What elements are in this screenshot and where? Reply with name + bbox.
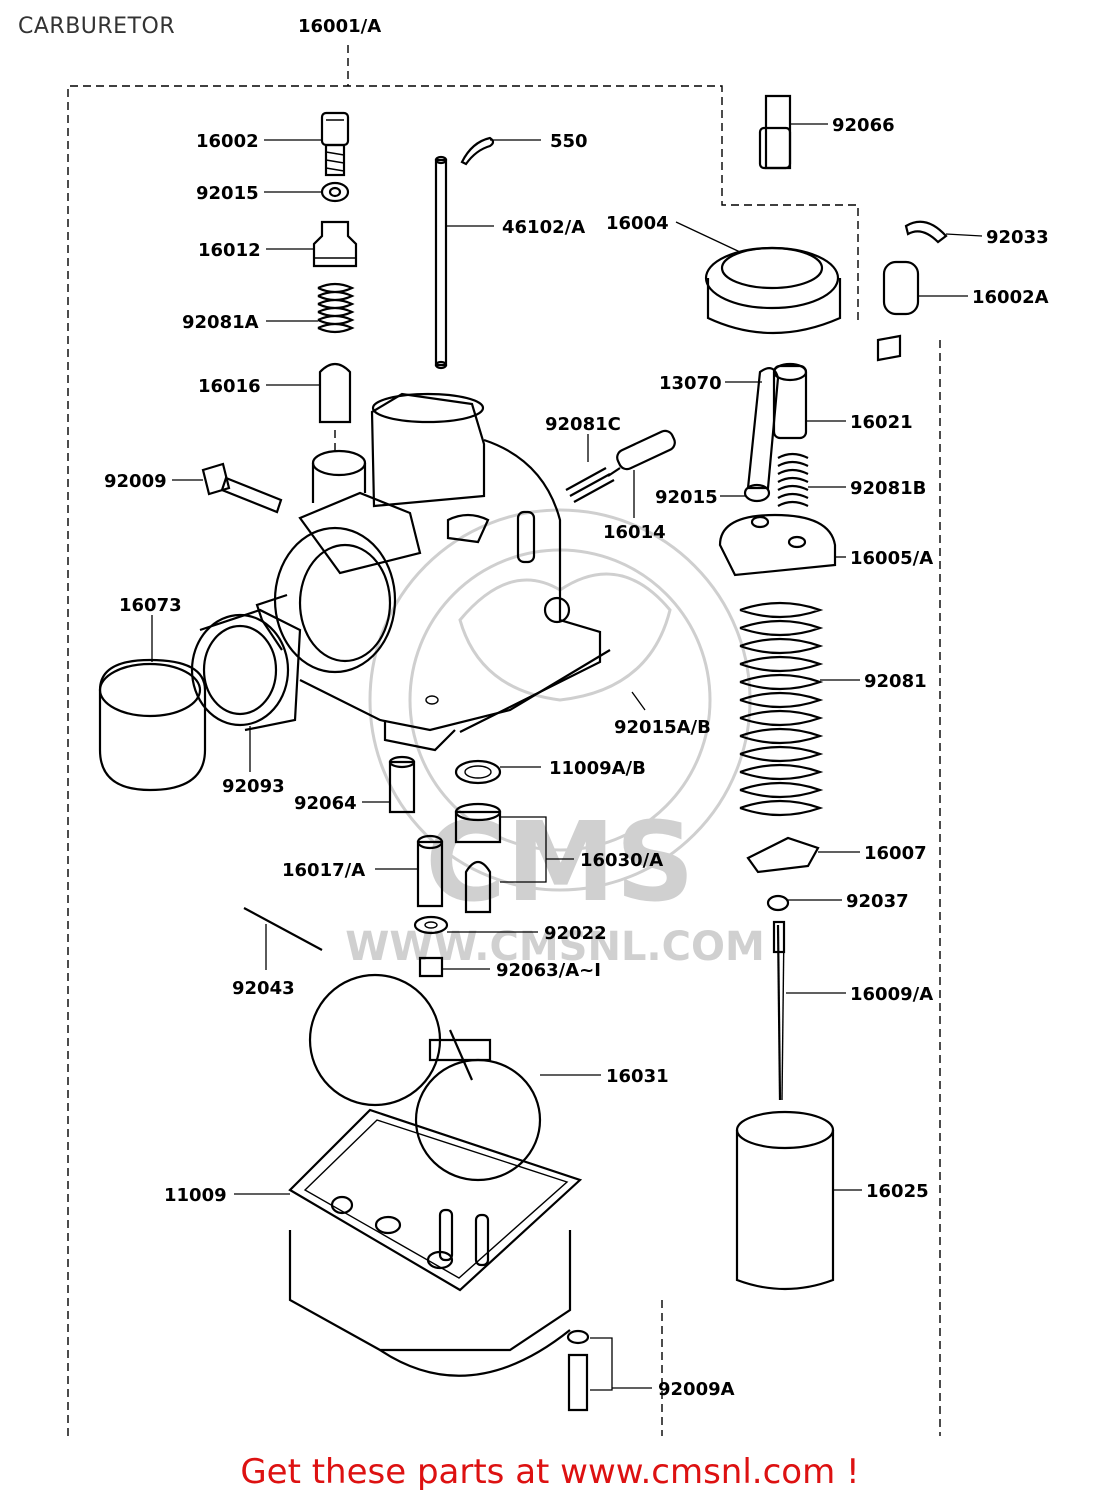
label-16002a: 16002A <box>972 287 1049 308</box>
label-16001-a: 16001/A <box>298 16 381 37</box>
label-16004: 16004 <box>606 213 669 234</box>
label-13070: 13070 <box>659 373 722 394</box>
label-92015a-b: 92015A/B <box>614 717 711 738</box>
label-16005-a: 16005/A <box>850 548 933 569</box>
label-16012: 16012 <box>198 240 261 261</box>
label-92081b: 92081B <box>850 478 926 499</box>
footer-link-text[interactable]: Get these parts at www.cmsnl.com ! <box>240 1452 860 1492</box>
screw-92009 <box>201 462 283 514</box>
label-92063-a-i: 92063/A~I <box>496 960 601 981</box>
label-16021: 16021 <box>850 412 913 433</box>
label-92037: 92037 <box>846 891 909 912</box>
label-550: 550 <box>550 131 588 152</box>
jet-column <box>243 755 502 978</box>
pilot-screw-set <box>565 429 676 503</box>
label-16014: 16014 <box>603 522 666 543</box>
rod-and-clip <box>434 136 495 370</box>
assembly-outline <box>67 45 941 1436</box>
label-92081: 92081 <box>864 671 927 692</box>
watermark-url: WWW.CMSNL.COM <box>345 924 765 970</box>
starter-plunger-stack <box>312 111 358 456</box>
label-16073: 16073 <box>119 595 182 616</box>
label-92022: 92022 <box>544 923 607 944</box>
label-92015-right: 92015 <box>655 487 718 508</box>
label-92081c: 92081C <box>545 414 621 435</box>
page-title: CARBURETOR <box>18 14 176 39</box>
throttle-stack <box>704 94 948 577</box>
label-92043: 92043 <box>232 978 295 999</box>
label-92015: 92015 <box>196 183 259 204</box>
label-16009-a: 16009/A <box>850 984 933 1005</box>
needle-and-valve <box>735 836 835 1291</box>
label-46102-a: 46102/A <box>502 217 585 238</box>
label-16002: 16002 <box>196 131 259 152</box>
leader-lines <box>151 123 983 1391</box>
label-16016: 16016 <box>198 376 261 397</box>
label-16025: 16025 <box>866 1181 929 1202</box>
float-assembly <box>308 973 542 1182</box>
watermark-emblem: CMS WWW.CMSNL.COM <box>345 508 765 970</box>
label-92064: 92064 <box>294 793 357 814</box>
part-labels: 16001/A 16002 92015 16012 92081A 16016 5… <box>104 16 1049 1400</box>
clamp-and-holder <box>98 608 302 792</box>
carburetor-body <box>255 392 611 752</box>
label-16031: 16031 <box>606 1066 669 1087</box>
float-bowl <box>288 1108 590 1412</box>
label-16030-a: 16030/A <box>580 850 663 871</box>
label-16017-a: 16017/A <box>282 860 365 881</box>
throttle-spring <box>739 601 824 817</box>
label-92081a: 92081A <box>182 312 259 333</box>
label-92033: 92033 <box>986 227 1049 248</box>
label-92009: 92009 <box>104 471 167 492</box>
label-16007: 16007 <box>864 843 927 864</box>
label-11009a-b: 11009A/B <box>549 758 646 779</box>
label-92093: 92093 <box>222 776 285 797</box>
label-11009: 11009 <box>164 1185 227 1206</box>
label-92066: 92066 <box>832 115 895 136</box>
label-92009a: 92009A <box>658 1379 735 1400</box>
